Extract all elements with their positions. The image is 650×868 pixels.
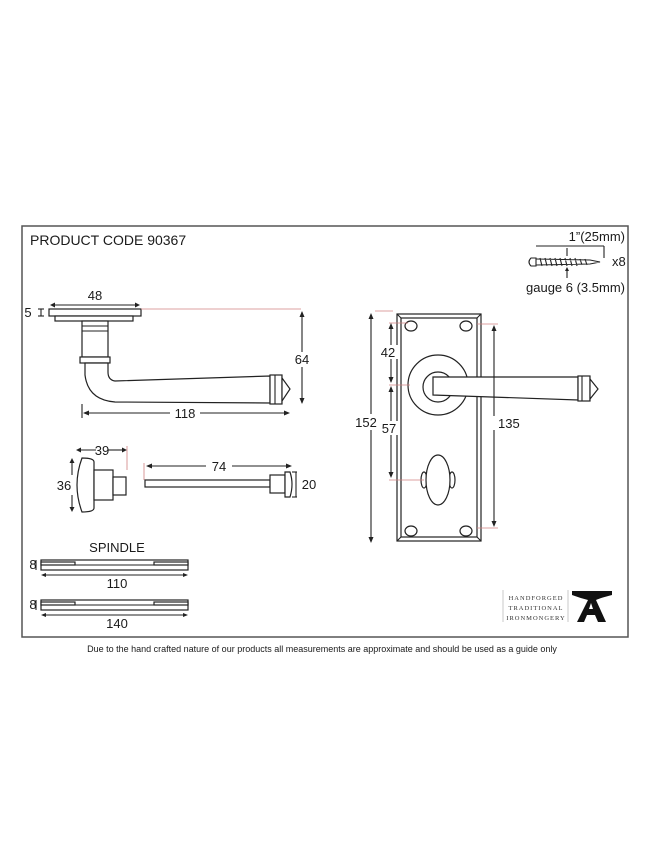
dim-thumbturn-width: 39	[95, 443, 109, 458]
dim-rose-width: 48	[88, 288, 102, 303]
dim-lever-length: 118	[175, 406, 196, 421]
dim-backplate-height: 152	[355, 415, 377, 430]
screw-gauge: gauge 6 (3.5mm)	[526, 280, 625, 295]
release-view: 74 20	[143, 458, 316, 498]
dim-release-length: 74	[212, 459, 226, 474]
spindle-views: SPINDLE 8 110 8 140	[29, 540, 189, 631]
screw-spec: 1”(25mm) x8 gauge 6 (3.5mm)	[526, 229, 626, 295]
product-code-title: PRODUCT CODE 90367	[30, 232, 186, 248]
logo-line-3: IRONMONGERY	[506, 615, 565, 622]
screw-length: 1”(25mm)	[569, 229, 625, 244]
thumbturn-view: 39 36	[57, 443, 128, 513]
dim-fixing-centres: 135	[498, 416, 520, 431]
dim-lever-projection: 64	[295, 352, 309, 367]
dim-spindle-140: 140	[106, 616, 128, 631]
spindle-label: SPINDLE	[89, 540, 145, 555]
screw-quantity: x8	[612, 254, 626, 269]
anvil-icon	[572, 591, 612, 622]
logo-line-2: TRADITIONAL	[508, 605, 563, 612]
dim-spindle-to-turn: 57	[382, 421, 396, 436]
dim-thumbturn-height: 36	[57, 478, 71, 493]
dim-spindle-size-2: 8	[29, 597, 36, 612]
drawing-frame	[21, 225, 629, 638]
lever-side-view: 48 5 64 118	[24, 288, 311, 421]
dim-spindle-110: 110	[107, 576, 128, 591]
dim-rose-thickness: 5	[24, 305, 31, 320]
backplate-view: 152 42 57 135	[352, 310, 599, 543]
logo-line-1: HANDFORGED	[509, 595, 564, 602]
disclaimer-footer: Due to the hand crafted nature of our pr…	[87, 644, 557, 654]
dim-spindle-size: 8	[29, 557, 36, 572]
dim-release-diameter: 20	[302, 477, 316, 492]
screw-icon	[528, 257, 537, 267]
dim-top-to-spindle: 42	[381, 345, 395, 360]
brand-logo: HANDFORGED TRADITIONAL IRONMONGERY	[502, 590, 612, 622]
